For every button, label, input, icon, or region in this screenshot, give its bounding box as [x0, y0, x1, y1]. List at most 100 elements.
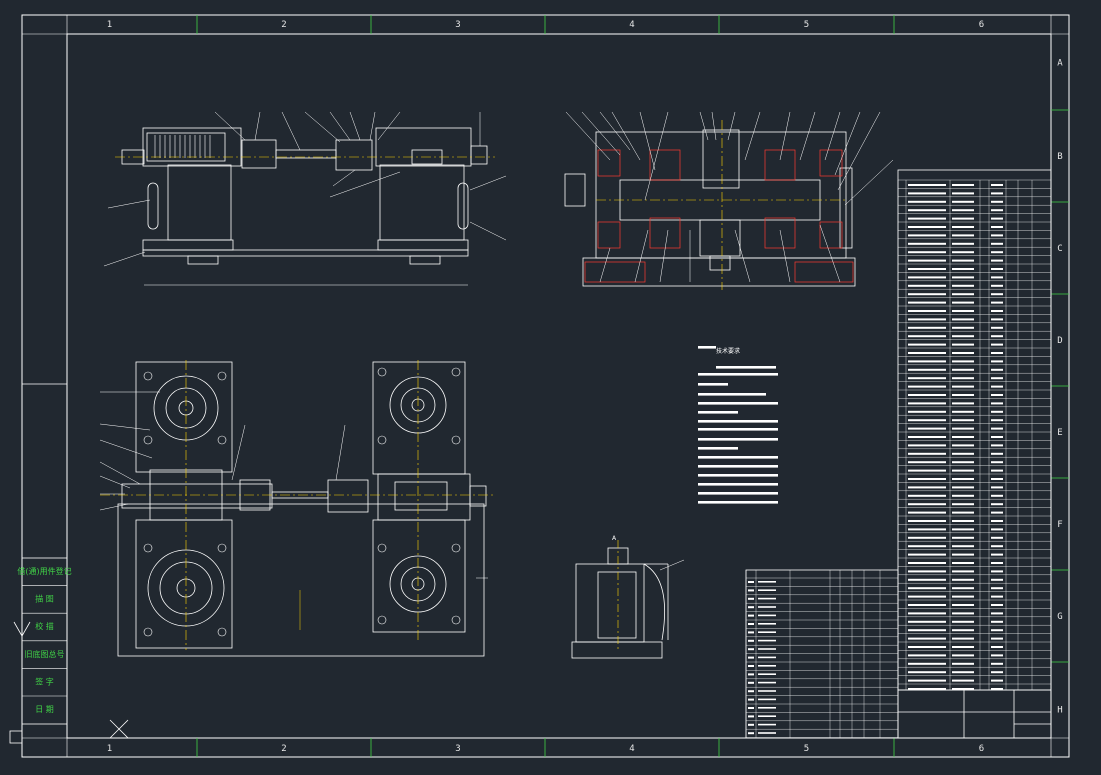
tech-requirement-line	[698, 483, 778, 486]
bom-cell-text	[748, 681, 754, 684]
bom-cell-text	[908, 629, 946, 632]
stamp-label: 校 描	[35, 621, 54, 631]
bom-cell-text	[952, 511, 974, 514]
bom-cell-text	[991, 184, 1003, 186]
bom-cell-text	[952, 562, 974, 564]
bom-cell-text	[991, 604, 1003, 606]
zone-col-label: 3	[455, 20, 460, 30]
bom-cell-text	[952, 402, 974, 405]
bom-cell-text	[952, 662, 974, 665]
section-hatching	[584, 149, 854, 283]
zone-col-label: 1	[107, 744, 112, 754]
tech-requirement-line	[698, 402, 778, 405]
bom-cell-text	[908, 486, 946, 489]
bom-cell-text	[952, 242, 974, 245]
section-view[interactable]	[564, 120, 856, 290]
bom-cell-text	[952, 604, 974, 606]
bom-cell-text	[952, 368, 974, 371]
bom-cell-text	[952, 469, 974, 472]
bom-cell-text	[952, 536, 974, 539]
bom-cell-text	[748, 631, 754, 634]
bom-cell-text	[908, 587, 946, 590]
bom-cell-text	[952, 427, 974, 430]
bom-cell-text	[908, 259, 946, 262]
bom-cell-text	[991, 293, 1003, 296]
bom-cell-text	[952, 494, 974, 497]
bom-cell-text	[748, 715, 754, 718]
bom-cell-text	[908, 620, 946, 623]
bom-cell-text	[758, 597, 776, 600]
zone-col-label: 4	[629, 20, 634, 30]
bom-cell-text	[908, 511, 946, 514]
zone-col-label: 6	[979, 20, 984, 30]
bom-cell-text	[991, 679, 1003, 682]
bom-cell-text	[908, 520, 946, 522]
top-view[interactable]	[100, 360, 495, 657]
bom-cell-text	[952, 326, 974, 329]
bom-cell-text	[991, 360, 1003, 363]
bom-cell-text	[991, 494, 1003, 497]
bom-cell-text	[952, 360, 974, 363]
bom-cell-text	[991, 461, 1003, 464]
zone-col-label: 6	[979, 744, 984, 754]
bom-cell-text	[908, 310, 946, 312]
bom-lower-table[interactable]	[745, 569, 899, 739]
tech-requirement-line	[698, 474, 778, 477]
bom-cell-text	[908, 637, 946, 640]
bom-cell-text	[991, 427, 1003, 430]
bom-cell-text	[908, 368, 946, 371]
stamp-label: 签 字	[35, 676, 54, 686]
tech-requirement-line	[698, 428, 778, 431]
bom-cell-text	[952, 629, 974, 632]
bom-cell-text	[758, 614, 776, 617]
side-view[interactable]	[571, 540, 669, 659]
bom-cell-text	[758, 665, 776, 667]
bom-cell-text	[991, 343, 1003, 346]
bom-cell-text	[908, 394, 946, 396]
bom-cell-text	[991, 469, 1003, 472]
bom-cell-text	[991, 276, 1003, 279]
bom-cell-text	[908, 251, 946, 254]
bom-cell-text	[748, 723, 754, 726]
bom-cell-text	[952, 520, 974, 522]
zone-row-label: A	[1057, 59, 1063, 69]
top-view-leaders	[99, 391, 488, 630]
bom-cell-text	[991, 536, 1003, 539]
front-view[interactable]	[115, 127, 495, 286]
bom-cell-text	[748, 597, 754, 600]
bom-cell-text	[991, 192, 1003, 195]
bom-cell-text	[952, 478, 974, 480]
bom-cell-text	[758, 698, 776, 701]
bom-cell-text	[952, 192, 974, 195]
bom-cell-text	[952, 335, 974, 338]
bom-cell-text	[952, 293, 974, 296]
title-block[interactable]	[897, 689, 1052, 739]
bom-cell-text	[908, 595, 946, 598]
bom-cell-text	[748, 665, 754, 667]
bom-cell-text	[908, 679, 946, 682]
bom-cell-text	[758, 639, 776, 642]
bom-cell-text	[991, 511, 1003, 514]
bom-cell-text	[908, 217, 946, 220]
svg-text:A: A	[612, 535, 617, 542]
bom-cell-text	[991, 377, 1003, 380]
bom-cell-text	[952, 620, 974, 623]
bom-cell-text	[758, 715, 776, 717]
bom-cell-text	[908, 612, 946, 615]
zone-col-label: 5	[804, 20, 809, 30]
zone-row-label: D	[1057, 336, 1062, 346]
bom-cell-text	[908, 284, 946, 287]
bom-cell-text	[952, 343, 974, 346]
zone-row-label: H	[1057, 706, 1062, 716]
bom-table[interactable]	[897, 169, 1052, 691]
bom-cell-text	[952, 268, 974, 270]
bom-cell-text	[748, 648, 754, 651]
bom-cell-text	[952, 654, 974, 657]
bom-cell-text	[758, 589, 776, 591]
tech-requirement-line	[698, 492, 778, 495]
bom-cell-text	[908, 301, 946, 304]
bom-cell-text	[991, 612, 1003, 615]
bom-cell-text	[908, 688, 946, 690]
bom-cell-text	[748, 614, 754, 617]
